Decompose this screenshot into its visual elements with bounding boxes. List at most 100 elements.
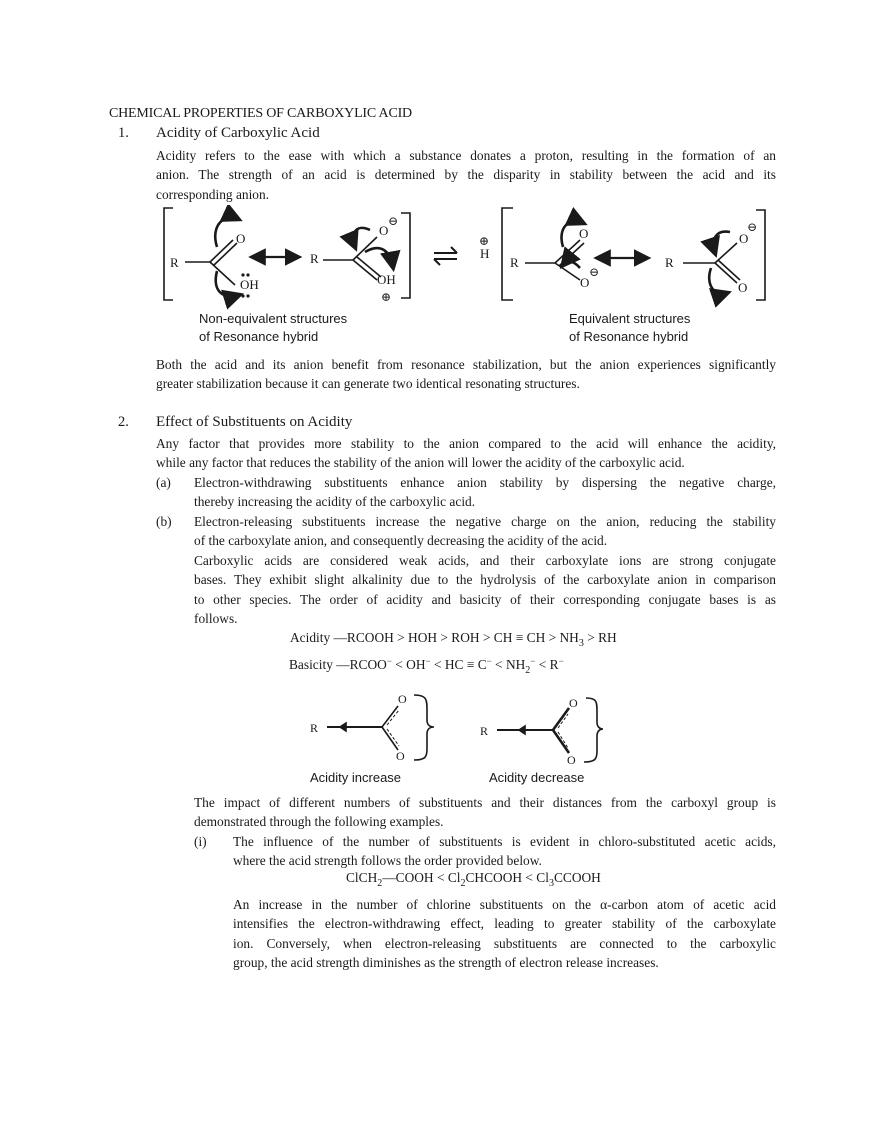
equation-label: Basicity –– [289, 657, 350, 672]
equation-term: ––COOH < Cl [382, 870, 461, 885]
subscript: 2 [460, 878, 466, 889]
basicity-order-equation: Basicity ––RCOO− < OH− < HC ≡ C− < NH2− … [289, 656, 564, 676]
svg-text:R: R [310, 721, 318, 735]
atom-o: O [739, 231, 748, 246]
equation-term: < HC ≡ C [430, 657, 487, 672]
atom-r: R [170, 255, 179, 270]
equation-term: < OH [391, 657, 426, 672]
section-1-number: 1. [118, 125, 129, 141]
text-line: An increase in the number of chlorine su… [233, 897, 776, 912]
item-b-label: (b) [156, 514, 172, 529]
impact-paragraph: The impact of different numbers of subst… [194, 793, 776, 832]
text-line: The influence of the number of substitue… [233, 834, 776, 849]
example-i-explanation: An increase in the number of chlorine su… [233, 895, 776, 973]
equation-term: < R [535, 657, 559, 672]
item-a-label: (a) [156, 475, 171, 490]
superscript: − [425, 656, 431, 666]
superscript: − [386, 656, 392, 666]
text-line: thereby increasing the acidity of the ca… [194, 494, 476, 510]
minus-charge: ⊖ [747, 220, 757, 234]
text-line: The impact of different numbers of subst… [194, 795, 776, 810]
atom-o: O [580, 275, 589, 290]
inductive-effect-figure: R O O R O O [310, 692, 604, 767]
text-line: bases. They exhibit slight alkalinity du… [194, 572, 776, 588]
svg-text:O: O [396, 749, 405, 763]
chloroacetic-order-equation: ClCH2––COOH < Cl2CHCOOH < Cl3CCOOH [346, 870, 601, 889]
section-2-intro: Any factor that provides more stability … [156, 434, 776, 473]
equation-term: CHCOOH < Cl [465, 870, 549, 885]
text-line: Carboxylic acids are considered weak aci… [194, 553, 776, 568]
minus-charge: ⊖ [589, 265, 599, 279]
equation-term: < NH [491, 657, 526, 672]
plus-charge: ⊕ [479, 234, 489, 248]
text-line: while any factor that reduces the stabil… [156, 455, 685, 471]
svg-text:R: R [480, 724, 488, 738]
item-a-text: Electron-withdrawing substituents enhanc… [194, 473, 776, 512]
text-line: ion. Conversely, when electron-releasing… [233, 935, 776, 951]
caption-acidity-increase: Acidity increase [310, 770, 402, 785]
caption-non-equivalent-2: of Resonance hybrid [199, 329, 319, 344]
text-line: anion. The strength of an acid is determ… [156, 167, 776, 183]
atom-o: O [579, 226, 588, 241]
equation-label: Acidity –– [290, 630, 347, 645]
atom-h: H [480, 246, 489, 261]
plus-charge: ⊕ [381, 290, 391, 304]
text-line: follows. [194, 611, 238, 627]
subscript: 2 [525, 665, 531, 676]
section-2-heading: Effect of Substituents on Acidity [156, 414, 353, 430]
atom-r: R [310, 251, 319, 266]
atom-oh: OH [377, 272, 396, 287]
caption-non-equivalent-1: Non-equivalent structures [199, 311, 348, 326]
equation-term: RCOO [349, 657, 387, 672]
resonance-figure: R O OH R O ⊖ OH ⊕ ⊕ H R O O ⊖ R O ⊖ O [163, 205, 766, 310]
example-i-label: (i) [194, 834, 207, 849]
text-line: of the carboxylate anion, and consequent… [194, 533, 608, 549]
right-bracket-1 [401, 212, 411, 299]
atom-oh: OH [240, 277, 259, 292]
subscript: 3 [548, 878, 554, 889]
text-line: Electron-releasing substituents increase… [194, 514, 776, 529]
text-line: demonstrated through the following examp… [194, 814, 444, 830]
equation-term: RCOOH [346, 630, 394, 645]
atom-r: R [510, 255, 519, 270]
page-title: CHEMICAL PROPERTIES OF CARBOXYLIC ACID [109, 106, 412, 121]
minus-charge: ⊖ [388, 214, 398, 228]
text-line: where the acid strength follows the orde… [233, 853, 542, 869]
equation-term: > RH [583, 630, 617, 645]
text-line: corresponding anion. [156, 186, 270, 202]
item-b-text: Electron-releasing substituents increase… [194, 512, 776, 551]
weak-acid-paragraph: Carboxylic acids are considered weak aci… [194, 551, 776, 629]
text-line: to other species. The order of acidity a… [194, 591, 776, 607]
text-line: Any factor that provides more stability … [156, 436, 776, 451]
svg-text:O: O [567, 753, 576, 767]
superscript: − [558, 656, 564, 666]
equation-term: > HOH > ROH > CH ≡ CH > NH [393, 630, 579, 645]
text-line: Acidity refers to the ease with which a … [156, 148, 776, 163]
section-2-number: 2. [118, 414, 129, 430]
text-line: Electron-withdrawing substituents enhanc… [194, 475, 776, 490]
atom-r: R [665, 255, 674, 270]
section-1-heading: Acidity of Carboxylic Acid [156, 125, 320, 141]
text-line: group, the acid strength diminishes as t… [233, 955, 659, 971]
equation-term: ClCH [346, 870, 378, 885]
subscript: 2 [377, 878, 383, 889]
text-line: intensifies the electron-withdrawing eff… [233, 916, 776, 932]
text-line: greater stabilization because it can gen… [156, 376, 580, 392]
acidity-order-equation: Acidity ––RCOOH > HOH > ROH > CH ≡ CH > … [290, 630, 617, 649]
example-i-text: The influence of the number of substitue… [233, 832, 776, 871]
caption-acidity-decrease: Acidity decrease [489, 770, 585, 785]
caption-equivalent-1: Equivalent structures [569, 311, 691, 326]
section-1-summary: Both the acid and its anion benefit from… [156, 355, 776, 394]
section-1-intro: Acidity refers to the ease with which a … [156, 146, 776, 204]
svg-text:O: O [569, 696, 578, 710]
caption-equivalent-2: of Resonance hybrid [569, 329, 689, 344]
text-line: Both the acid and its anion benefit from… [156, 357, 776, 372]
equation-term: CCOOH [553, 870, 601, 885]
superscript: − [486, 656, 492, 666]
superscript: − [530, 656, 536, 666]
atom-o: O [738, 280, 747, 295]
atom-o: O [236, 231, 245, 246]
atom-o: O [379, 223, 388, 238]
svg-text:O: O [398, 692, 407, 706]
